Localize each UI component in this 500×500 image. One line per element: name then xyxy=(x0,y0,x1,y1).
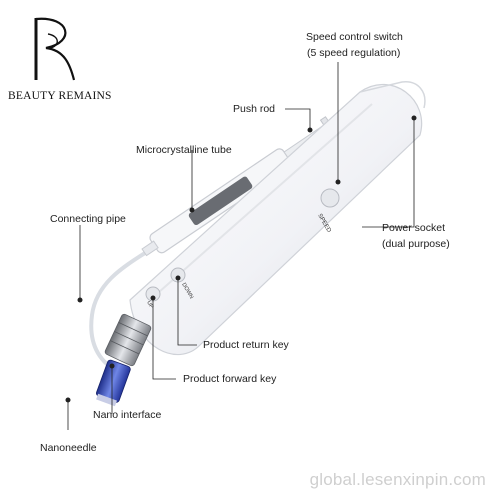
connecting-pipe xyxy=(89,248,152,374)
watermark: global.lesenxinpin.com xyxy=(309,470,486,489)
label-dual-purpose: (dual purpose) xyxy=(382,238,450,250)
label-microcrystalline-tube: Microcrystalline tube xyxy=(136,144,232,156)
label-product-return-key: Product return key xyxy=(203,339,289,351)
leader-lines xyxy=(67,62,415,430)
up-marking: UP xyxy=(145,300,154,310)
nano-interface xyxy=(104,313,152,367)
label-speed-regulation: (5 speed regulation) xyxy=(307,47,401,59)
label-speed-control-switch: Speed control switch xyxy=(306,31,403,43)
label-nanoneedle: Nanoneedle xyxy=(40,442,97,454)
br-monogram-icon xyxy=(34,17,76,81)
speed-button xyxy=(320,188,340,208)
brand-name: BEAUTY REMAINS xyxy=(8,90,112,102)
label-push-rod: Push rod xyxy=(233,103,276,115)
label-nano-interface: Nano interface xyxy=(93,409,162,421)
label-product-forward-key: Product forward key xyxy=(183,373,277,385)
label-connecting-pipe: Connecting pipe xyxy=(50,213,126,225)
leader-dots xyxy=(65,115,417,403)
label-power-socket: Power socket xyxy=(382,222,446,234)
